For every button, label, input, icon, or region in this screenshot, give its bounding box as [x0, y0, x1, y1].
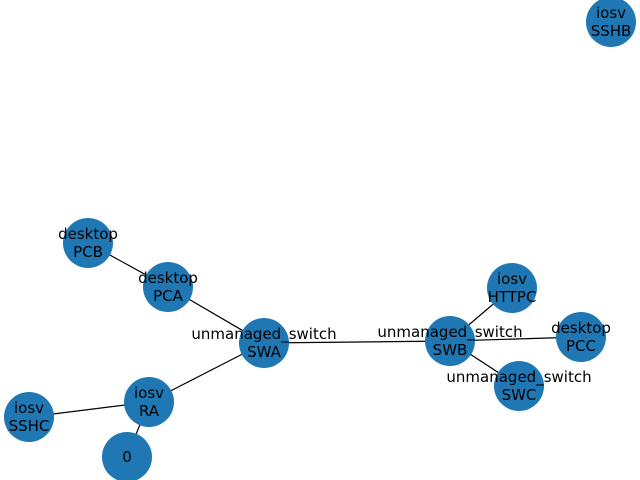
node-type-label: unmanaged_switch [191, 325, 336, 344]
node-type-label: desktop [58, 225, 118, 243]
node-name-label: SWC [502, 386, 537, 404]
node-name-label: SSHB [591, 22, 632, 40]
node-circle [556, 312, 606, 362]
node-circle [102, 432, 152, 480]
node-circle [4, 392, 54, 442]
node-name-label: PCC [566, 337, 596, 355]
node-circle [487, 263, 537, 313]
node-circle [239, 318, 289, 368]
edge-swa-swb [263, 340, 451, 344]
node-circle [124, 377, 174, 427]
node-name-label: HTTPC [488, 288, 537, 306]
node-name-label: SWA [247, 343, 282, 361]
node-name-label: SWB [433, 341, 468, 359]
node-name-label: 0 [122, 448, 132, 466]
node-type-label: desktop [138, 269, 198, 287]
node-type-label: iosv [596, 4, 626, 22]
node-circle [63, 218, 113, 268]
node-name-label: PCB [73, 243, 103, 261]
node-name-label: PCA [153, 287, 184, 305]
node-n0: 0 [102, 432, 152, 480]
node-name-label: RA [139, 402, 160, 420]
node-circle [494, 361, 544, 411]
node-type-label: iosv [497, 270, 527, 288]
node-type-label: iosv [134, 384, 164, 402]
node-type-label: desktop [551, 319, 611, 337]
node-name-label: SSHC [9, 417, 50, 435]
node-circle [143, 262, 193, 312]
node-type-label: unmanaged_switch [377, 323, 522, 342]
node-circle [586, 0, 636, 47]
nodes-layer: iosvSSHBdesktopPCBdesktopPCAunmanaged_sw… [4, 0, 636, 480]
node-circle [425, 316, 475, 366]
node-type-label: iosv [14, 399, 44, 417]
node-type-label: unmanaged_switch [446, 368, 591, 387]
